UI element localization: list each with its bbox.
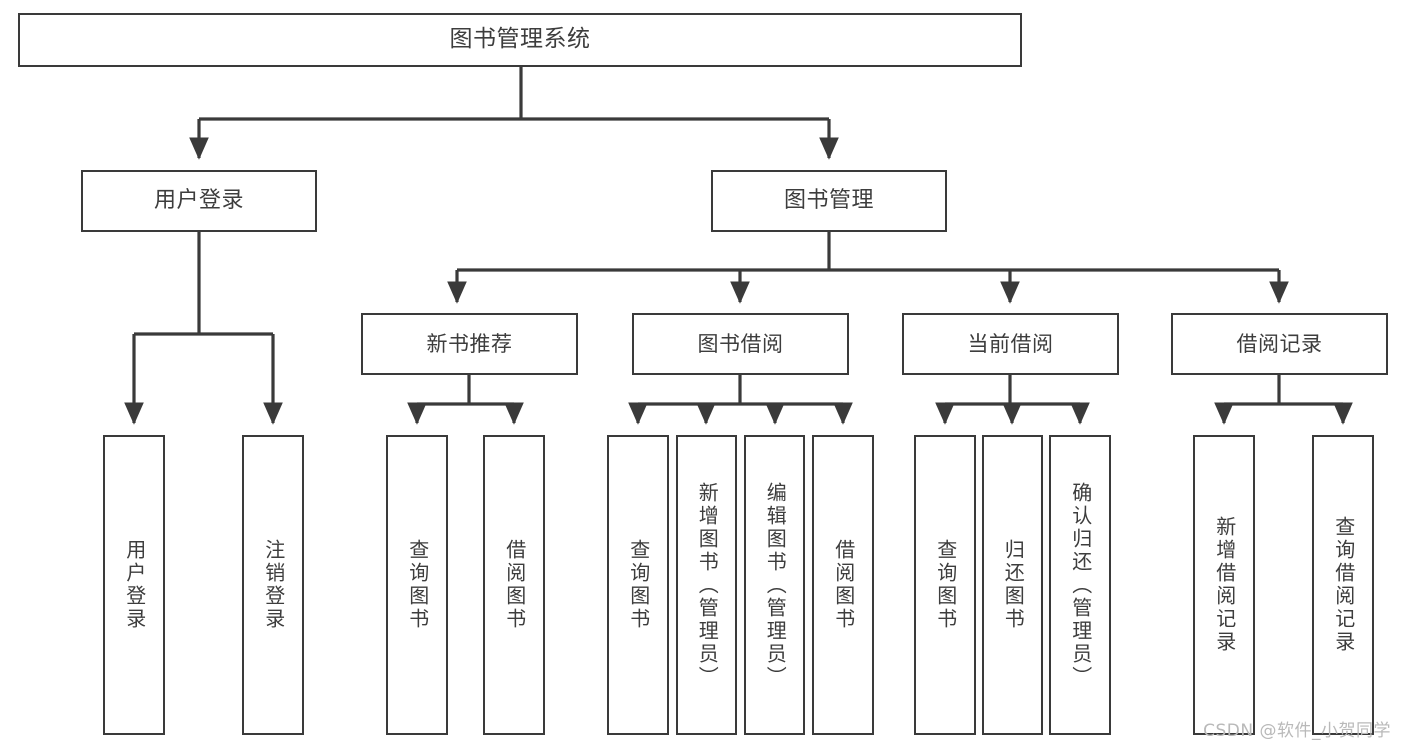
node-label: 确认归还（管理员） [1068, 481, 1093, 689]
node-current-borrow[interactable]: 当前借阅 [902, 313, 1119, 375]
node-label: 借阅记录 [1236, 331, 1323, 356]
leaf-new-book-query[interactable]: 查询图书 [386, 435, 448, 735]
node-label: 用户登录 [153, 188, 244, 214]
leaf-user-login-login[interactable]: 用户登录 [103, 435, 165, 735]
node-label: 借阅图书 [502, 539, 527, 631]
leaf-user-login-logout[interactable]: 注销登录 [242, 435, 304, 735]
node-label: 查询图书 [626, 539, 651, 631]
node-book-borrow[interactable]: 图书借阅 [632, 313, 849, 375]
node-new-book-recommend[interactable]: 新书推荐 [361, 313, 578, 375]
node-label: 新增借阅记录 [1212, 516, 1237, 654]
leaf-borrow-record-add[interactable]: 新增借阅记录 [1193, 435, 1255, 735]
node-label: 图书管理系统 [449, 26, 591, 53]
leaf-new-book-borrow[interactable]: 借阅图书 [483, 435, 545, 735]
leaf-book-borrow-add[interactable]: 新增图书（管理员） [676, 435, 737, 735]
node-label: 用户登录 [122, 539, 147, 631]
node-label: 新增图书（管理员） [695, 481, 720, 689]
leaf-book-borrow-query[interactable]: 查询图书 [607, 435, 669, 735]
node-label: 图书借阅 [697, 331, 784, 356]
node-label: 注销登录 [261, 539, 286, 631]
node-label: 查询图书 [405, 539, 430, 631]
node-user-login[interactable]: 用户登录 [81, 170, 317, 232]
node-book-management[interactable]: 图书管理 [711, 170, 947, 232]
leaf-borrow-record-query[interactable]: 查询借阅记录 [1312, 435, 1374, 735]
node-label: 查询借阅记录 [1331, 516, 1356, 654]
leaf-current-borrow-query[interactable]: 查询图书 [914, 435, 976, 735]
node-label: 编辑图书（管理员） [763, 481, 788, 689]
node-label: 当前借阅 [967, 331, 1054, 356]
leaf-book-borrow-edit[interactable]: 编辑图书（管理员） [744, 435, 805, 735]
leaf-book-borrow-borrow[interactable]: 借阅图书 [812, 435, 874, 735]
node-borrow-record[interactable]: 借阅记录 [1171, 313, 1388, 375]
node-label: 查询图书 [933, 539, 958, 631]
leaf-current-borrow-confirm-return[interactable]: 确认归还（管理员） [1049, 435, 1111, 735]
node-label: 归还图书 [1001, 539, 1026, 631]
node-label: 借阅图书 [831, 539, 856, 631]
node-label: 图书管理 [783, 188, 874, 214]
node-label: 新书推荐 [426, 331, 513, 356]
leaf-current-borrow-return[interactable]: 归还图书 [982, 435, 1043, 735]
node-root-library-system[interactable]: 图书管理系统 [18, 13, 1022, 67]
